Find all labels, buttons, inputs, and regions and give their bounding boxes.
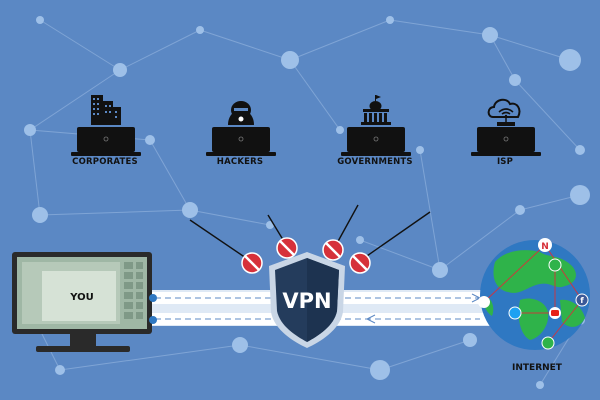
cloud-wifi-icon: [471, 98, 541, 156]
block-icon: [349, 252, 371, 274]
vpn-shield-icon: [269, 252, 345, 348]
facebook-icon: [575, 293, 589, 307]
twitter-icon: [508, 306, 522, 320]
netflix-icon: [538, 238, 552, 252]
threat-hackers: HACKERS: [190, 95, 290, 175]
threat-isp: ISP: [455, 95, 555, 175]
threat-label: CORPORATES: [72, 157, 138, 167]
music-icon: [548, 258, 562, 272]
you-label: YOU: [69, 292, 94, 303]
block-icon: [322, 239, 344, 261]
block-icon: [241, 252, 263, 274]
internet-globe-icon: N f: [478, 238, 590, 350]
threat-governments: GOVERNMENTS: [325, 95, 425, 175]
threat-label: ISP: [496, 157, 514, 167]
threat-corporates: CORPORATES: [55, 95, 155, 175]
svg-text:N: N: [541, 242, 549, 252]
vpn-label: VPN: [282, 289, 331, 313]
hangouts-icon: [541, 336, 555, 350]
block-icon: [276, 237, 298, 259]
government-building-icon: [341, 95, 411, 156]
blocked-connections: [189, 204, 431, 259]
internet-label: INTERNET: [512, 363, 563, 373]
user-computer: [12, 252, 157, 352]
office-buildings-icon: [71, 95, 141, 156]
share-icon: [478, 296, 490, 308]
threat-label: HACKERS: [216, 157, 264, 167]
hooded-hacker-icon: [206, 101, 276, 156]
svg-text:f: f: [580, 296, 584, 305]
threat-label: GOVERNMENTS: [337, 157, 413, 167]
